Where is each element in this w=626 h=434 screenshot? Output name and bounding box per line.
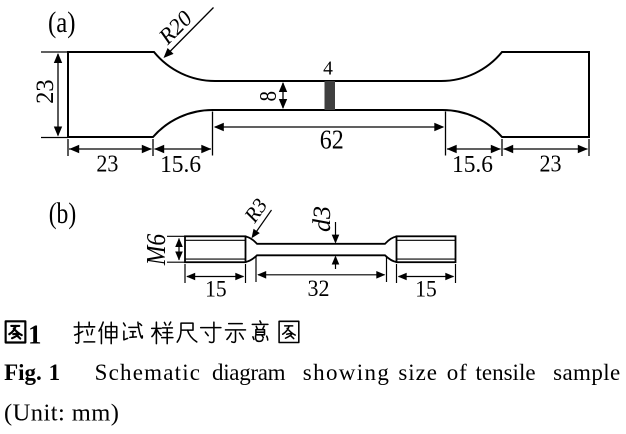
svg-text:1: 1 bbox=[28, 320, 42, 350]
svg-text:23: 23 bbox=[540, 151, 562, 178]
svg-text:(Unit: mm): (Unit: mm) bbox=[4, 400, 119, 427]
svg-text:size: size bbox=[398, 360, 438, 385]
svg-text:15.6: 15.6 bbox=[452, 151, 493, 178]
svg-text:62: 62 bbox=[320, 125, 344, 155]
svg-text:23: 23 bbox=[96, 151, 118, 178]
svg-text:R3: R3 bbox=[239, 194, 273, 228]
svg-text:of: of bbox=[447, 360, 468, 385]
svg-text:(b): (b) bbox=[49, 197, 76, 230]
svg-text:32: 32 bbox=[308, 276, 330, 302]
svg-text:Schematic: Schematic bbox=[95, 360, 202, 385]
svg-text:showing: showing bbox=[303, 360, 390, 385]
svg-text:15: 15 bbox=[205, 276, 227, 302]
svg-text:R20: R20 bbox=[153, 6, 197, 50]
svg-text:(a): (a) bbox=[48, 6, 76, 39]
svg-text:1: 1 bbox=[49, 360, 61, 385]
svg-text:diagram: diagram bbox=[212, 360, 286, 385]
svg-text:sample: sample bbox=[553, 360, 621, 385]
svg-text:15.6: 15.6 bbox=[160, 151, 201, 178]
svg-text:8: 8 bbox=[255, 91, 282, 102]
svg-text:23: 23 bbox=[32, 79, 59, 104]
svg-text:4: 4 bbox=[323, 59, 333, 80]
svg-text:M6: M6 bbox=[141, 233, 171, 266]
svg-text:15: 15 bbox=[415, 276, 437, 302]
svg-text:Fig.: Fig. bbox=[4, 360, 42, 385]
svg-text:tensile: tensile bbox=[476, 360, 536, 385]
svg-text:d3: d3 bbox=[309, 206, 336, 232]
